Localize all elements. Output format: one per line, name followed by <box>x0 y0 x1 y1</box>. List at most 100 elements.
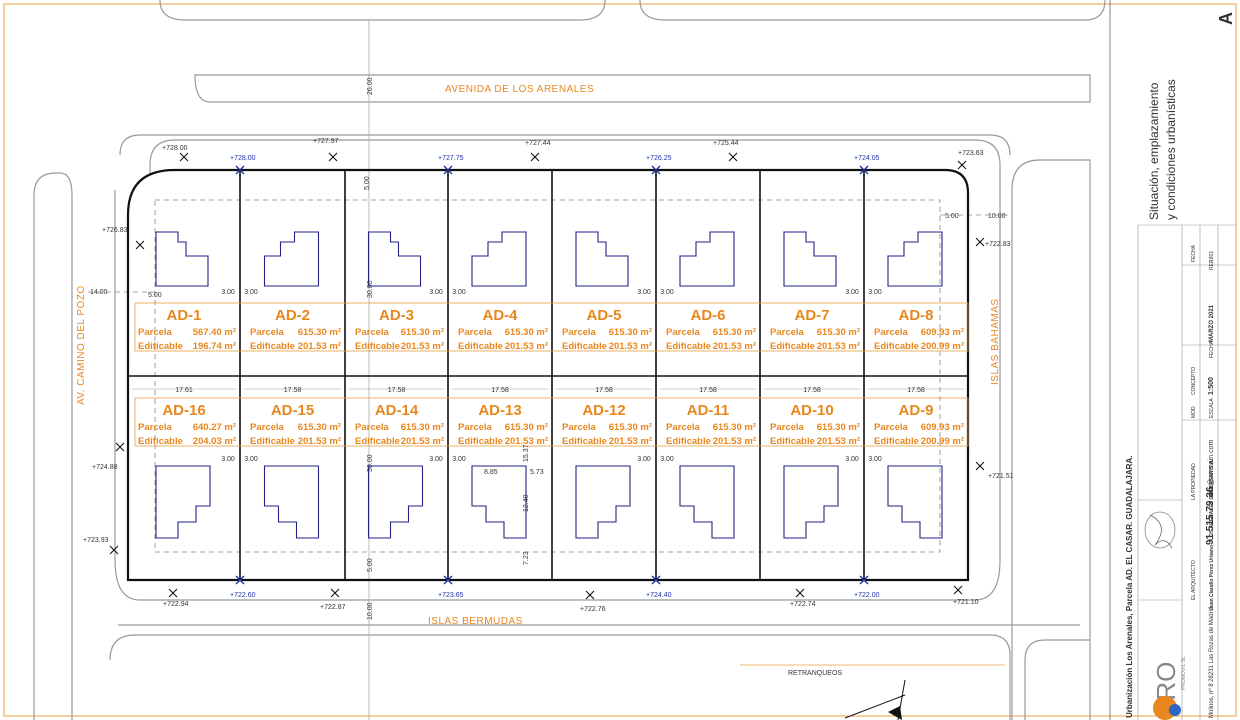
parcel-id: AD-5 <box>586 307 621 324</box>
building-footprint <box>887 231 943 287</box>
fecha-label: FECHA <box>1209 340 1215 358</box>
edificable-label: Edificable <box>874 436 919 447</box>
elevation-label: +721.10 <box>953 599 979 606</box>
elevation-cross <box>953 585 963 595</box>
parcel-id: AD-8 <box>898 307 933 324</box>
parcel-area-label: Parcela <box>874 327 909 338</box>
road-name-east: ISLAS BAHAMAS <box>990 298 1001 385</box>
parcel-area-label: Parcela <box>562 422 597 433</box>
ref-label: REF <box>1209 260 1215 270</box>
parcel-area-label: Parcela <box>250 422 285 433</box>
parcel-area-value: 567.40 m² <box>193 327 236 338</box>
elevation-label: +726.83 <box>102 227 128 234</box>
building-footprint <box>263 231 320 287</box>
edificable-value: 196.74 m² <box>193 341 236 352</box>
parcel-id: AD-16 <box>162 402 205 419</box>
edificable-value: 200.99 m² <box>921 436 964 447</box>
edificable-label: Edificable <box>666 341 711 352</box>
elevation-label: +726.25 <box>646 155 672 162</box>
logo-sub: PROMOVIL SL <box>1181 656 1187 690</box>
elevation-cross <box>859 165 869 175</box>
building-footprint <box>263 465 320 539</box>
parcel-id: AD-10 <box>790 402 833 419</box>
elevation-cross <box>115 442 125 452</box>
arquitecto-value: Juan Claudio Pérez Urbano <box>1209 545 1215 610</box>
legend-retranqueos: RETRANQUEOS <box>788 670 842 677</box>
parcel-area-value: 615.30 m² <box>713 422 756 433</box>
parcel-id: AD-3 <box>379 307 414 324</box>
parcel-id: AD-7 <box>794 307 829 324</box>
setback-mark: 3.00 <box>244 456 258 463</box>
parcel-area-label: Parcela <box>355 327 390 338</box>
parcel-area-value: 640.27 m² <box>193 422 236 433</box>
parcel-bands <box>134 302 969 447</box>
parcel-id: AD-1 <box>166 307 201 324</box>
elevation-cross <box>957 160 967 170</box>
parcel-area-label: Parcela <box>666 422 701 433</box>
elevation-cross <box>859 575 869 585</box>
parcel-id: AD-4 <box>482 307 518 324</box>
building-footprint <box>783 231 837 287</box>
dim-east-10: 10.00 <box>988 213 1006 220</box>
dim-west-14: 14.00 <box>90 289 108 296</box>
parcel-id: AD-14 <box>375 402 419 419</box>
parcel-area-value: 615.30 m² <box>817 422 860 433</box>
elevation-cross <box>651 575 661 585</box>
setback-mark: 3.00 <box>845 456 859 463</box>
parcel-width: 17.58 <box>907 387 925 394</box>
elevation-label: +721.51 <box>988 473 1014 480</box>
parcel-area-label: Parcela <box>355 422 390 433</box>
edificable-value: 201.53 m² <box>713 341 756 352</box>
parcel-id: AD-6 <box>690 307 725 324</box>
elevation-cross <box>443 575 453 585</box>
edificable-value: 201.53 m² <box>505 341 548 352</box>
dim-885: 8.85 <box>484 469 498 476</box>
elevation-label: +727.97 <box>313 138 339 145</box>
edificable-label: Edificable <box>355 341 400 352</box>
elevation-cross <box>235 575 245 585</box>
building-footprint <box>887 465 943 539</box>
setback-mark: 3.00 <box>244 289 258 296</box>
escala-label: ESCALA <box>1209 398 1215 418</box>
elevation-label: +722.83 <box>985 241 1011 248</box>
building-footprint <box>679 465 735 539</box>
arquitecto-label: EL ARQUITECTO <box>1191 560 1197 600</box>
edificable-label: Edificable <box>355 436 400 447</box>
elevation-label: +722.94 <box>163 601 189 608</box>
setback-mark: 3.00 <box>429 456 443 463</box>
edificable-value: 201.53 m² <box>401 436 444 447</box>
parcel-area-value: 615.30 m² <box>505 422 548 433</box>
road-name-west: AV. CAMINO DEL POZO <box>76 285 87 405</box>
parcel-area-label: Parcela <box>138 327 173 338</box>
dim-723: 7.23 <box>523 551 530 565</box>
edificable-value: 200.99 m² <box>921 341 964 352</box>
building-footprint <box>575 231 629 287</box>
edificable-label: Edificable <box>250 436 295 447</box>
edificable-label: Edificable <box>458 436 503 447</box>
parcel-area-value: 615.30 m² <box>609 422 652 433</box>
elevation-cross <box>328 152 338 162</box>
road-name-south: ISLAS BERMUDAS <box>428 616 523 627</box>
parcel-id: AD-12 <box>582 402 625 419</box>
parcel-area-value: 609.93 m² <box>921 327 964 338</box>
buildings <box>155 231 943 539</box>
edificable-label: Edificable <box>562 436 607 447</box>
parcel-area-label: Parcela <box>458 422 493 433</box>
parcel-area-value: 615.30 m² <box>817 327 860 338</box>
setback-mark: 3.00 <box>221 456 235 463</box>
fecha-label-top: FECHA <box>1191 244 1197 262</box>
dim-depth-top: 30.00 <box>367 280 374 298</box>
setback-mark: 3.00 <box>845 289 859 296</box>
edificable-value: 201.53 m² <box>298 436 341 447</box>
building-footprint <box>471 465 527 539</box>
elevation-cross <box>585 590 595 600</box>
dim-depth-bottom: 30.00 <box>367 454 374 472</box>
parcel-area-value: 615.30 m² <box>713 327 756 338</box>
parcel-area-value: 615.30 m² <box>401 422 444 433</box>
edificable-value: 204.03 m² <box>193 436 236 447</box>
parcel-width: 17.58 <box>388 387 406 394</box>
parcel-area-label: Parcela <box>770 422 805 433</box>
building-footprint <box>367 231 422 287</box>
